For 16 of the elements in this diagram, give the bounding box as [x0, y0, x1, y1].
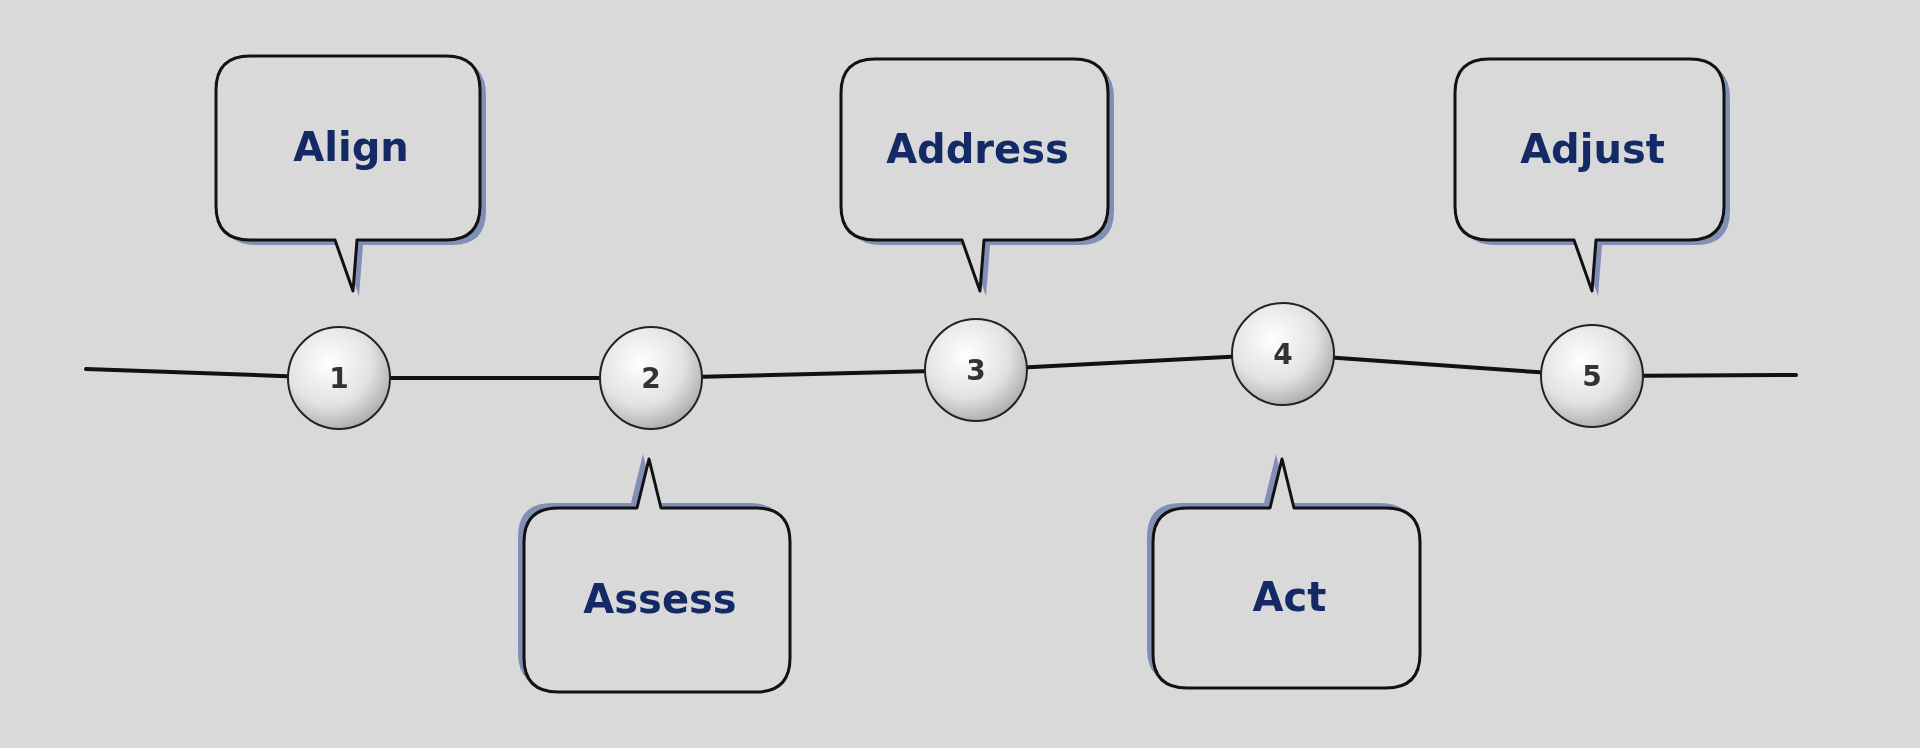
timeline-line [389, 376, 601, 380]
step-circle [1539, 323, 1645, 429]
step-circle [1230, 301, 1336, 407]
timeline-line [1642, 373, 1798, 378]
step-circle [286, 325, 392, 431]
step-circle [598, 325, 704, 431]
step-number: 5 [1581, 359, 1603, 393]
step-number: 3 [965, 353, 987, 387]
step-number: 4 [1272, 337, 1294, 371]
step-label: Address [885, 125, 1070, 172]
step-number: 1 [328, 361, 350, 395]
step-circle [923, 317, 1029, 423]
step-number: 2 [640, 361, 662, 395]
timeline-line [701, 369, 926, 379]
step-label: Align [292, 124, 410, 170]
step-label: Adjust [1519, 125, 1666, 172]
